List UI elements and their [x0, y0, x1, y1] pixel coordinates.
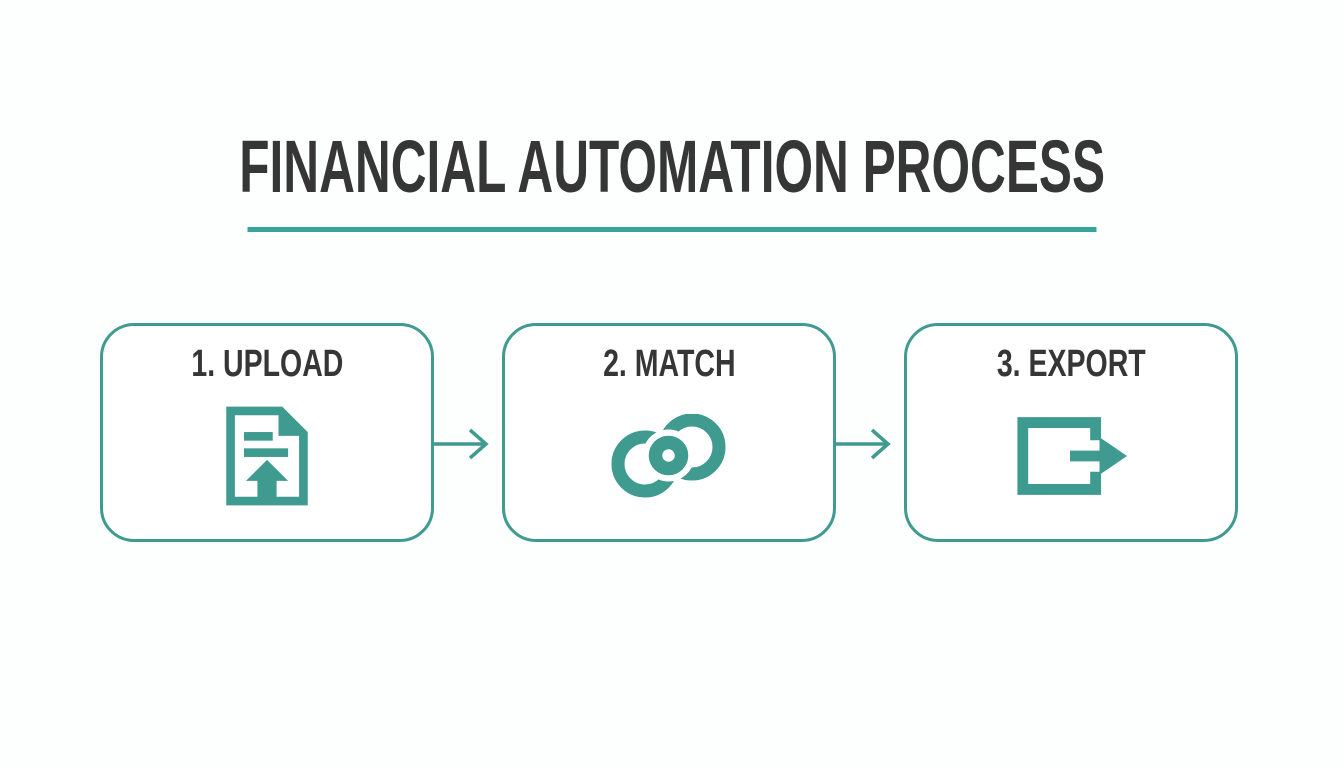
- step-box-export: 3. EXPORT: [904, 323, 1238, 542]
- right-arrow-icon: [836, 426, 904, 462]
- process-steps-row: 1. UPLOAD 2. MATCH: [100, 323, 1238, 542]
- header: FINANCIAL AUTOMATION PROCESS: [0, 130, 1344, 204]
- right-arrow-icon: [434, 426, 502, 462]
- match-rings-icon: [505, 383, 833, 539]
- step-label: 3. EXPORT: [996, 343, 1146, 385]
- step-label: 1. UPLOAD: [190, 343, 344, 385]
- step-box-upload: 1. UPLOAD: [100, 323, 434, 542]
- export-arrow-icon: [907, 383, 1235, 539]
- step-label: 2. MATCH: [602, 343, 736, 385]
- page-title: FINANCIAL AUTOMATION PROCESS: [239, 125, 1105, 208]
- upload-document-icon: [103, 383, 431, 539]
- step-box-match: 2. MATCH: [502, 323, 836, 542]
- title-underline: [247, 227, 1097, 232]
